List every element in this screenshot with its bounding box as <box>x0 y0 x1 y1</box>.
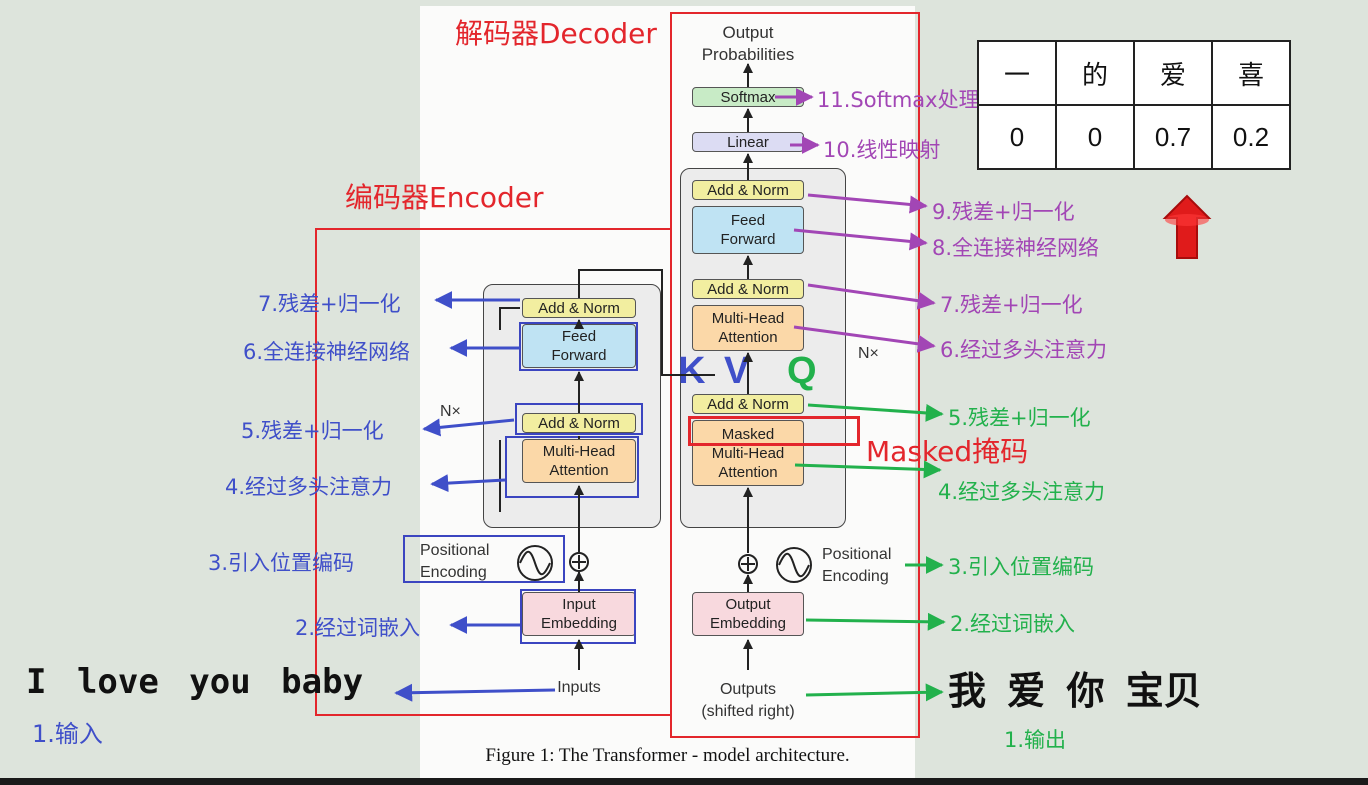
decoder-step-6: 6.经过多头注意力 <box>940 338 1108 362</box>
prob-token-cell: 的 <box>1055 40 1135 106</box>
prob-value-cell: 0 <box>977 104 1057 170</box>
decoder-step-4: 4.经过多头注意力 <box>938 480 1106 504</box>
decoder-posenc-icon <box>738 547 812 583</box>
prob-value-cell: 0.2 <box>1211 104 1291 170</box>
decoder-masked-attention: Masked Multi-Head Attention <box>692 420 804 486</box>
prob-value-cell: 0.7 <box>1133 104 1213 170</box>
decoder-cross-attention: Multi-Head Attention <box>692 305 804 351</box>
decoder-purple-arrows <box>775 88 936 353</box>
decoder-add-norm-3: Add & Norm <box>692 180 804 200</box>
encoder-step-1: 1.输入 <box>32 720 103 748</box>
encoder-posenc-icon <box>517 545 589 581</box>
probability-table: 一 的 爱 喜 0 0 0.7 0.2 <box>977 40 1291 170</box>
encoder-multi-head-attention: Multi-Head Attention <box>522 439 636 483</box>
red-up-arrow-icon <box>1162 194 1212 259</box>
encoder-step-7: 7.残差+归一化 <box>258 292 401 316</box>
decoder-step-2: 2.经过词嵌入 <box>950 612 1076 636</box>
k-label: K <box>678 350 706 392</box>
encoder-step-6: 6.全连接神经网络 <box>243 340 411 364</box>
decoder-step-11: 11.Softmax处理 <box>817 88 980 112</box>
linear-block: Linear <box>692 132 804 152</box>
prob-token-cell: 爱 <box>1133 40 1213 106</box>
decoder-feed-forward: Feed Forward <box>692 206 804 254</box>
encoder-outline <box>315 228 672 716</box>
decoder-step-1: 1.输出 <box>1004 728 1067 752</box>
masked-mha-label: Multi-Head Attention <box>711 444 785 481</box>
encoder-title: 编码器Encoder <box>345 181 544 214</box>
input-sentence: I love you baby <box>26 662 364 702</box>
decoder-step-5: 5.残差+归一化 <box>948 406 1091 430</box>
encoder-mha-highlight <box>505 436 639 498</box>
figure-caption: Figure 1: The Transformer - model archit… <box>485 745 850 766</box>
encoder-add-norm-bottom: Add & Norm <box>522 413 636 433</box>
encoder-step-4: 4.经过多头注意力 <box>225 475 393 499</box>
decoder-step-10: 10.线性映射 <box>823 138 941 162</box>
encoder-annotation-arrows <box>394 291 556 702</box>
decoder-title: 解码器Decoder <box>455 17 657 50</box>
output-probabilities-label: Output Probabilities <box>701 23 795 64</box>
encoder-step-5: 5.残差+归一化 <box>241 419 384 443</box>
prob-value-row: 0 0 0.7 0.2 <box>977 104 1291 170</box>
encoder-nx-label: N× <box>440 403 461 420</box>
decoder-green-arrows <box>794 403 946 702</box>
decoder-positional-encoding-label: Positional Encoding <box>822 546 892 585</box>
prob-token-row: 一 的 爱 喜 <box>977 40 1291 106</box>
masked-label: Masked <box>721 425 775 443</box>
inputs-label: Inputs <box>557 679 601 696</box>
prob-value-cell: 0 <box>1055 104 1135 170</box>
encoder-posenc-highlight <box>403 535 565 583</box>
encoder-step-2: 2.经过词嵌入 <box>295 616 421 640</box>
decoder-step-7: 7.残差+归一化 <box>940 293 1083 317</box>
encoder-step-3: 3.引入位置编码 <box>208 551 355 575</box>
encoder-add-norm-top: Add & Norm <box>522 298 636 318</box>
q-label: Q <box>787 350 817 392</box>
bottom-bar <box>0 778 1368 785</box>
input-embedding: Input Embedding <box>522 592 636 636</box>
decoder-step-8: 8.全连接神经网络 <box>932 236 1100 260</box>
masked-title: Masked掩码 <box>866 435 1029 468</box>
output-sentence: 我 爱 你 宝贝 <box>948 669 1202 713</box>
decoder-add-norm-2: Add & Norm <box>692 279 804 299</box>
figure-flow-lines <box>499 63 753 670</box>
decoder-step-3: 3.引入位置编码 <box>948 555 1095 579</box>
encoder-feed-forward: Feed Forward <box>522 324 636 368</box>
softmax-block: Softmax <box>692 87 804 107</box>
prob-token-cell: 一 <box>977 40 1057 106</box>
outputs-label: Outputs (shifted right) <box>701 681 795 720</box>
decoder-add-norm-1: Add & Norm <box>692 394 804 414</box>
prob-token-cell: 喜 <box>1211 40 1291 106</box>
encoder-positional-encoding-label: Positional Encoding <box>420 542 490 581</box>
masked-highlight <box>688 416 860 446</box>
output-embedding: Output Embedding <box>692 592 804 636</box>
decoder-nx-label: N× <box>858 345 879 362</box>
decoder-step-9: 9.残差+归一化 <box>932 200 1075 224</box>
